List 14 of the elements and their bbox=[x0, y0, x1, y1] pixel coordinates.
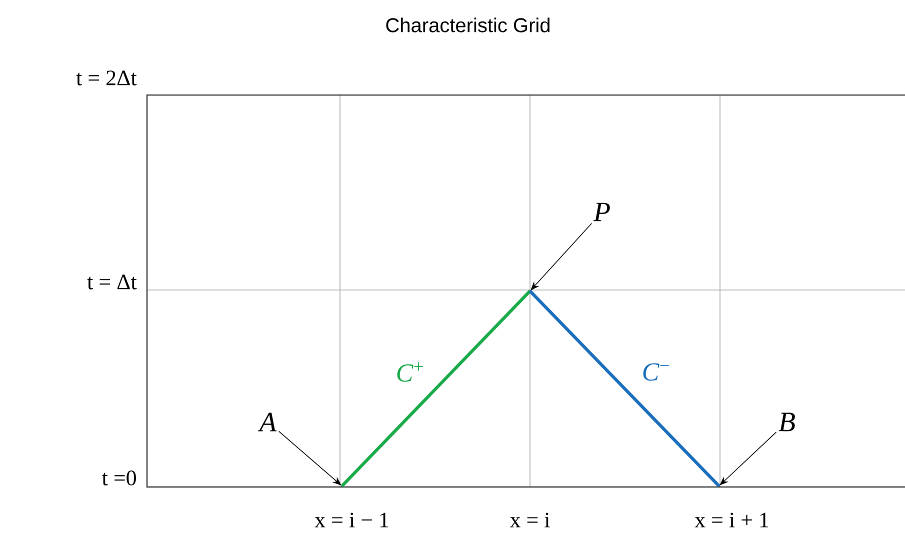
axis-label: t =0 bbox=[102, 470, 136, 486]
axis-label: t = 2Δt bbox=[76, 70, 137, 86]
point-label: A bbox=[258, 412, 277, 432]
characteristic-line bbox=[340, 290, 532, 488]
axis-label: t = Δt bbox=[87, 274, 137, 290]
point-label: B bbox=[778, 412, 795, 432]
axis-label: x = i + 1 bbox=[694, 512, 768, 528]
axis-label: x = i − 1 bbox=[314, 512, 388, 528]
point-label: P bbox=[593, 202, 610, 222]
edge-label: C$^{+}$ bbox=[397, 362, 423, 382]
title: Characteristic Grid bbox=[386, 18, 550, 32]
characteristic-line bbox=[528, 290, 720, 488]
edge-label: C$^{−}$ bbox=[643, 363, 669, 381]
axis-label: x = i bbox=[510, 512, 550, 528]
